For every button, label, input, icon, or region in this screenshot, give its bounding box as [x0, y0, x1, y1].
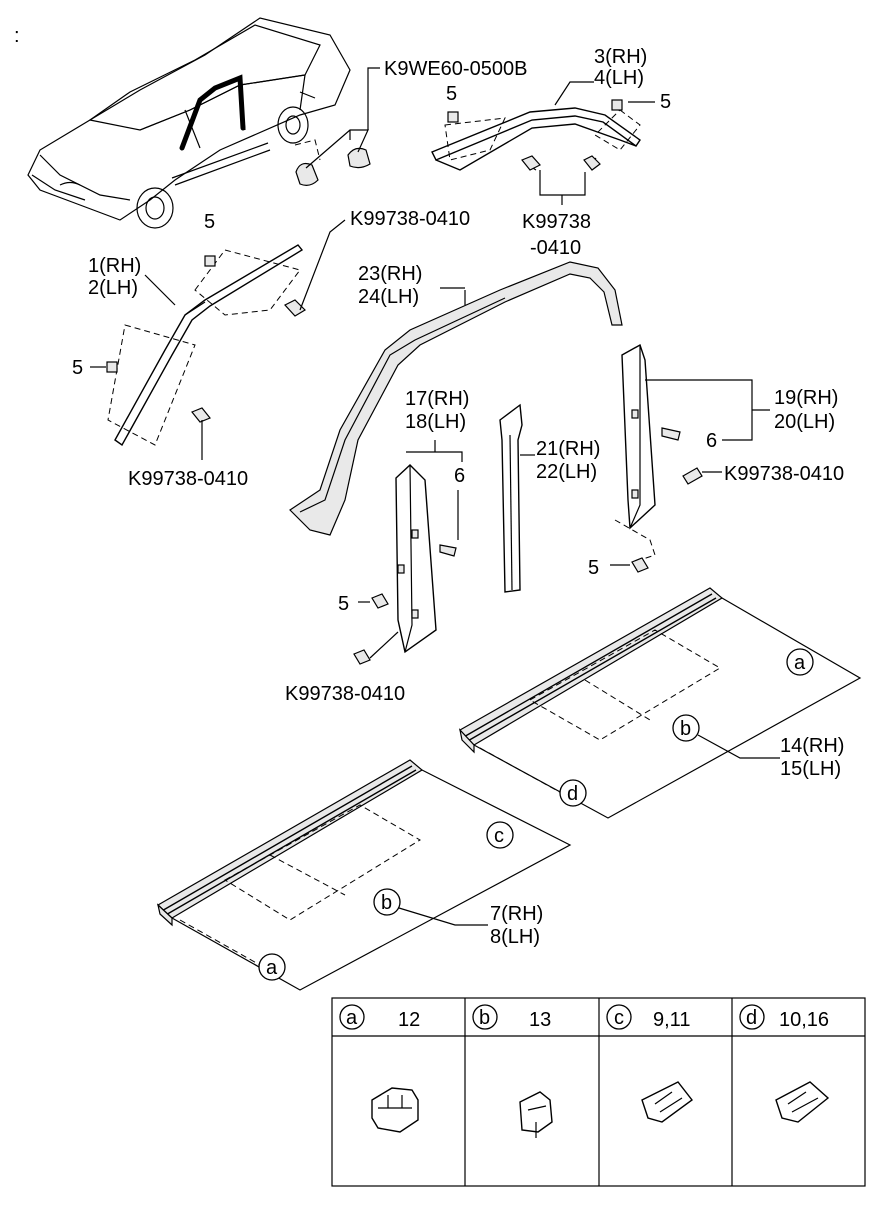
- label-five-e: 5: [338, 593, 349, 615]
- legend-letter-c: c: [614, 1007, 624, 1029]
- legend-cell-d: d 10,16: [739, 1004, 830, 1123]
- label-five-a: 5: [446, 83, 457, 105]
- clip-k9we60-0500b: K9WE60-0500B: [294, 58, 527, 186]
- part-19-20-pillar-trim: 19(RH) 20(LH) 6 K99738-0410 5: [588, 343, 844, 579]
- label-screw-2: K99738-0410: [128, 468, 248, 490]
- car-illustration: [27, 17, 351, 229]
- circle-a1: a: [794, 652, 806, 674]
- legend-letter-b: b: [479, 1007, 490, 1029]
- corner-mark: :: [14, 25, 20, 47]
- part-1-2-moulding: 5 K99738-0410 1(RH) 2(LH) 5 K99738-0410: [72, 208, 470, 490]
- part-21-22-channel: 21(RH) 22(LH): [499, 403, 600, 593]
- label-part-15: 15(LH): [780, 758, 841, 780]
- part-17-18-pillar-trim: 17(RH) 18(LH) 6 5 K99738-0410: [285, 388, 469, 705]
- label-screw-top-b: -0410: [530, 237, 581, 259]
- label-six-a: 6: [454, 465, 465, 487]
- label-part-8: 8(LH): [490, 926, 540, 948]
- label-part-14: 14(RH): [780, 735, 844, 757]
- label-six-b: 6: [706, 430, 717, 452]
- label-screw-3: K99738-0410: [285, 683, 405, 705]
- legend-cell-c: c 9,11: [606, 1004, 693, 1123]
- legend-letter-d: d: [746, 1007, 757, 1029]
- label-part-20: 20(LH): [774, 411, 835, 433]
- label-part-18: 18(LH): [405, 411, 466, 433]
- circle-d1: d: [567, 783, 578, 805]
- label-part-1: 1(RH): [88, 255, 141, 277]
- label-part-7: 7(RH): [490, 903, 543, 925]
- label-five-f: 5: [588, 557, 599, 579]
- label-clip-k9we60-0500b: K9WE60-0500B: [384, 58, 527, 80]
- legend-parts-a: 12: [398, 1009, 420, 1031]
- legend-letter-a: a: [346, 1007, 358, 1029]
- label-part-22: 22(LH): [536, 461, 597, 483]
- label-part-23: 23(RH): [358, 263, 422, 285]
- label-screw-4: K99738-0410: [724, 463, 844, 485]
- label-part-2: 2(LH): [88, 277, 138, 299]
- label-part-19: 19(RH): [774, 387, 838, 409]
- label-part-17: 17(RH): [405, 388, 469, 410]
- legend-cell-a: a 12: [339, 1004, 420, 1133]
- part-7-8-belt-moulding: c b a 7(RH) 8(LH): [156, 759, 572, 991]
- part-3-4-moulding: 3(RH) 4(LH) 5 5 K99738 -0410: [431, 46, 671, 259]
- label-part-24: 24(LH): [358, 286, 419, 308]
- label-part-3: 3(RH): [594, 46, 647, 68]
- circle-b1: b: [680, 718, 691, 740]
- circle-c2: c: [494, 825, 504, 847]
- part-14-15-belt-moulding: a b d 14(RH) 15(LH): [458, 587, 862, 819]
- label-five-d: 5: [72, 357, 83, 379]
- legend-table: a 12 b 13 c 9,11 d 10,16: [331, 997, 866, 1187]
- label-part-21: 21(RH): [536, 438, 600, 460]
- legend-parts-c: 9,11: [653, 1009, 690, 1031]
- legend-parts-d: 10,16: [779, 1009, 829, 1031]
- legend-parts-b: 13: [529, 1009, 551, 1031]
- label-five-c: 5: [204, 211, 215, 233]
- legend-cell-b: b 13: [472, 1004, 553, 1138]
- label-screw-top-a: K99738: [522, 211, 591, 233]
- part-23-24-weatherstrip: 23(RH) 24(LH): [289, 261, 623, 536]
- label-part-4: 4(LH): [594, 67, 644, 89]
- circle-b2: b: [381, 892, 392, 914]
- label-screw-1: K99738-0410: [350, 208, 470, 230]
- circle-a2: a: [266, 957, 278, 979]
- label-five-b: 5: [660, 91, 671, 113]
